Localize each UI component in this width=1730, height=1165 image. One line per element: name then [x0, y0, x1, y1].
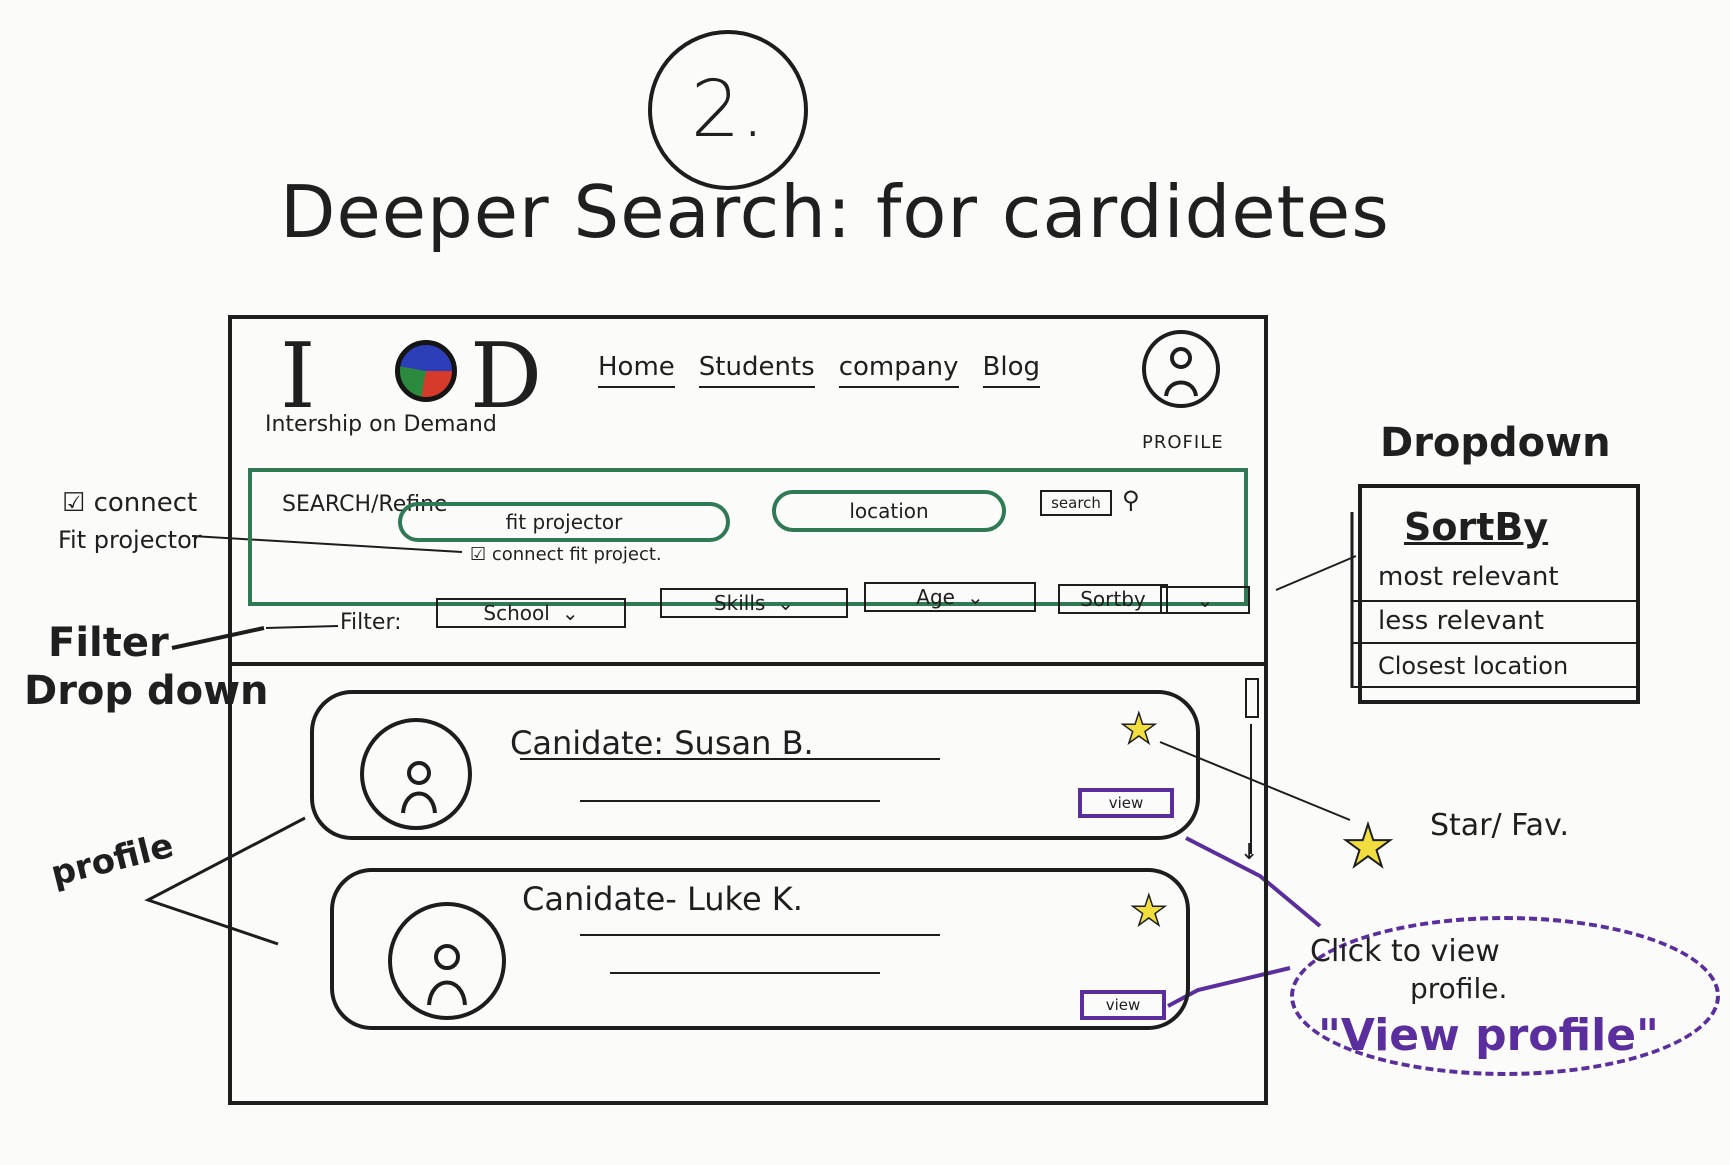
connect-fit-project-checkbox[interactable]: ☑ connect fit project. — [470, 544, 662, 565]
fit-projector-input[interactable]: fit projector — [398, 502, 730, 542]
arrow-down-icon[interactable]: ↓ — [1240, 840, 1259, 865]
connector-filter-2 — [265, 625, 339, 629]
search-refine-panel — [248, 468, 1248, 606]
filter-label: Filter: — [340, 610, 402, 635]
logo-letter-i: I — [280, 324, 316, 429]
candidate-detail-line — [520, 758, 940, 760]
age-dropdown-label: Age — [916, 585, 955, 609]
chevron-down-icon: ⌄ — [1196, 588, 1214, 612]
connector-star — [1159, 741, 1351, 821]
annotation-connect: ☑ connect — [62, 488, 198, 518]
menu-divider — [1352, 600, 1640, 602]
scrollbar-thumb[interactable] — [1245, 678, 1259, 718]
connector-profile — [144, 816, 306, 946]
sortby-label-box: Sortby — [1058, 584, 1168, 614]
sort-option-less-relevant[interactable]: less relevant — [1378, 606, 1544, 636]
skills-dropdown-label: Skills — [713, 591, 766, 615]
annotation-filter-dropdown: Drop down — [24, 668, 269, 714]
menu-divider — [1352, 642, 1640, 644]
annotation-profile-word: profile. — [1410, 972, 1508, 1005]
app-frame — [228, 315, 1268, 1105]
connector-view-1 — [1185, 836, 1322, 928]
school-dropdown-label: School — [483, 601, 550, 625]
profile-avatar-icon[interactable] — [1142, 330, 1220, 408]
sortby-dropdown-menu — [1358, 484, 1640, 704]
sortby-dropdown[interactable]: ⌄ — [1160, 586, 1250, 614]
nav-item-blog[interactable]: Blog — [982, 352, 1041, 388]
annotation-view-profile-bubble — [1290, 916, 1720, 1076]
candidate-avatar — [388, 902, 506, 1020]
annotation-star-icon: ★ — [1341, 811, 1395, 881]
annotation-view-profile: "View profile" — [1318, 1010, 1659, 1061]
annotation-dropdown: Dropdown — [1380, 420, 1611, 466]
filter-divider — [228, 662, 1268, 666]
nav-item-company[interactable]: company — [838, 352, 959, 388]
nav-item-home[interactable]: Home — [598, 352, 675, 388]
annotation-fit-projector: Fit projector — [58, 526, 202, 554]
chevron-down-icon: ⌄ — [966, 585, 984, 609]
scrollbar-track[interactable] — [1250, 724, 1252, 854]
connector-filter — [171, 626, 265, 650]
magnifier-icon[interactable]: ⚲ — [1122, 486, 1140, 514]
candidate-detail-line — [580, 934, 940, 936]
age-dropdown[interactable]: Age ⌄ — [864, 582, 1036, 612]
connector-dropdown — [1275, 555, 1357, 591]
sort-option-most-relevant[interactable]: most relevant — [1378, 562, 1559, 592]
sketch-number: 2. — [648, 30, 808, 190]
candidate-name: Canidate: Susan B. — [510, 724, 814, 762]
sortby-heading: SortBy — [1404, 505, 1549, 549]
user-icon — [427, 944, 467, 1006]
location-input[interactable]: location — [772, 490, 1006, 532]
annotation-click-to-view: Click to view — [1310, 934, 1500, 969]
candidate-name: Canidate- Luke K. — [522, 880, 803, 918]
candidate-avatar — [360, 718, 472, 830]
skills-dropdown[interactable]: Skills ⌄ — [660, 588, 848, 618]
search-button[interactable]: search — [1040, 490, 1112, 516]
user-icon — [1164, 347, 1198, 397]
chevron-down-icon: ⌄ — [561, 601, 579, 625]
school-dropdown[interactable]: School ⌄ — [436, 598, 626, 628]
candidate-card[interactable] — [330, 868, 1190, 1030]
favorite-star-icon[interactable]: ★ — [1129, 885, 1168, 936]
annotation-star-fav: Star/ Fav. — [1430, 808, 1570, 843]
favorite-star-icon[interactable]: ★ — [1119, 703, 1158, 754]
sort-option-closest-location[interactable]: Closest location — [1378, 652, 1569, 680]
logo-subtitle: Intership on Demand — [265, 412, 497, 437]
menu-divider — [1352, 686, 1640, 688]
connector-fit-project — [191, 535, 463, 553]
main-nav: Home Students company Blog — [598, 352, 1041, 388]
nav-item-students[interactable]: Students — [698, 352, 815, 388]
annotation-filter: Filter — [48, 620, 169, 666]
sketch-title: Deeper Search: for cardidetes — [280, 170, 1390, 254]
profile-label[interactable]: PROFILE — [1142, 432, 1224, 453]
candidate-card[interactable] — [310, 690, 1200, 840]
chevron-down-icon: ⌄ — [777, 591, 795, 615]
user-icon — [401, 761, 437, 814]
logo-letter-d: D — [470, 324, 543, 429]
candidate-detail-line — [580, 800, 880, 802]
logo-globe-icon — [395, 340, 457, 402]
view-profile-button[interactable]: view — [1080, 990, 1166, 1020]
view-profile-button[interactable]: view — [1078, 788, 1174, 818]
candidate-detail-line — [610, 972, 880, 974]
